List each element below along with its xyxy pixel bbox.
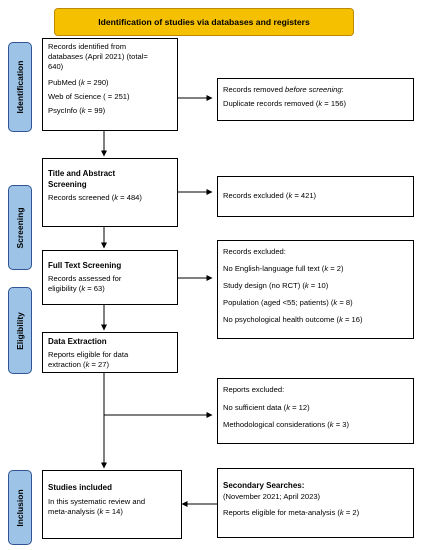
excluded-reason-language: No English-language full text (k = 2) [223,264,344,274]
fulltext-line2: eligibility (k = 63) [48,283,105,293]
excluded-reason-outcome: No psychological health outcome (k = 16) [223,315,363,325]
extraction-line1: Reports eligible for data [48,349,129,359]
excluded-reason-population: Population (aged <55; patients) (k = 8) [223,298,353,308]
removed-title: Records removed before screening: [223,85,344,94]
removed-duplicates: Duplicate records removed (k = 156) [223,99,347,109]
excluded-insufficient-data: No sufficient data (k = 12) [223,403,310,413]
phase-screening: Screening [8,185,32,270]
source-pubmed: PubMed (k = 290) [48,78,109,88]
secondary-searches-box: Secondary Searches: (November 2021; Apri… [217,468,414,538]
phase-eligibility-label: Eligibility [15,311,25,350]
fulltext-excluded-title: Records excluded: [223,247,286,256]
source-web-of-science: Web of Science ( = 251) [48,92,130,102]
records-excluded-count: Records excluded (k = 421) [223,191,317,201]
secondary-dates: (November 2021; April 2023) [223,491,321,501]
included-line2: meta-analysis (k = 14) [48,506,123,516]
records-identified-box: Records identified from databases (April… [42,38,178,131]
identified-line2: databases (April 2021) (total= [48,52,148,62]
phase-identification-label: Identification [15,60,25,114]
extraction-title: Data Extraction [48,337,107,346]
title-abstract-screening-box: Title and Abstract Screening Records scr… [42,158,178,227]
secondary-eligible: Reports eligible for meta-analysis (k = … [223,507,360,517]
reports-excluded-box: Reports excluded: No sufficient data (k … [217,378,414,444]
identified-line3: 640) [48,62,64,72]
records-screened: Records screened (k = 484) [48,193,142,203]
extraction-line2: extraction (k = 27) [48,359,109,369]
included-line1: In this systematic review and [48,496,146,506]
phase-identification: Identification [8,42,32,132]
secondary-title: Secondary Searches: [223,481,305,490]
excluded-reason-design: Study design (no RCT) (k = 10) [223,281,329,291]
included-title: Studies included [48,483,113,492]
fulltext-title: Full Text Screening [48,261,122,270]
phase-screening-label: Screening [15,206,25,249]
records-excluded-box: Records excluded (k = 421) [217,176,414,217]
source-psycinfo: PsycInfo (k = 99) [48,106,106,116]
phase-inclusion: Inclusion [8,470,32,545]
section-header: Identification of studies via databases … [54,8,354,36]
full-text-screening-box: Full Text Screening Records assessed for… [42,250,178,305]
phase-eligibility: Eligibility [8,287,32,374]
excluded-methodological: Methodological considerations (k = 3) [223,420,350,430]
data-extraction-box: Data Extraction Reports eligible for dat… [42,332,178,373]
reports-excluded-title: Reports excluded: [223,385,285,394]
screening-title-line2: Screening [48,179,87,189]
studies-included-box: Studies included In this systematic revi… [42,470,182,539]
screening-title-line1: Title and Abstract [48,169,116,178]
phase-inclusion-label: Inclusion [15,488,25,527]
identified-line1: Records identified from [48,42,127,51]
records-removed-box: Records removed before screening: Duplic… [217,78,414,121]
fulltext-excluded-box: Records excluded: No English-language fu… [217,240,414,339]
fulltext-line1: Records assessed for [48,273,122,283]
